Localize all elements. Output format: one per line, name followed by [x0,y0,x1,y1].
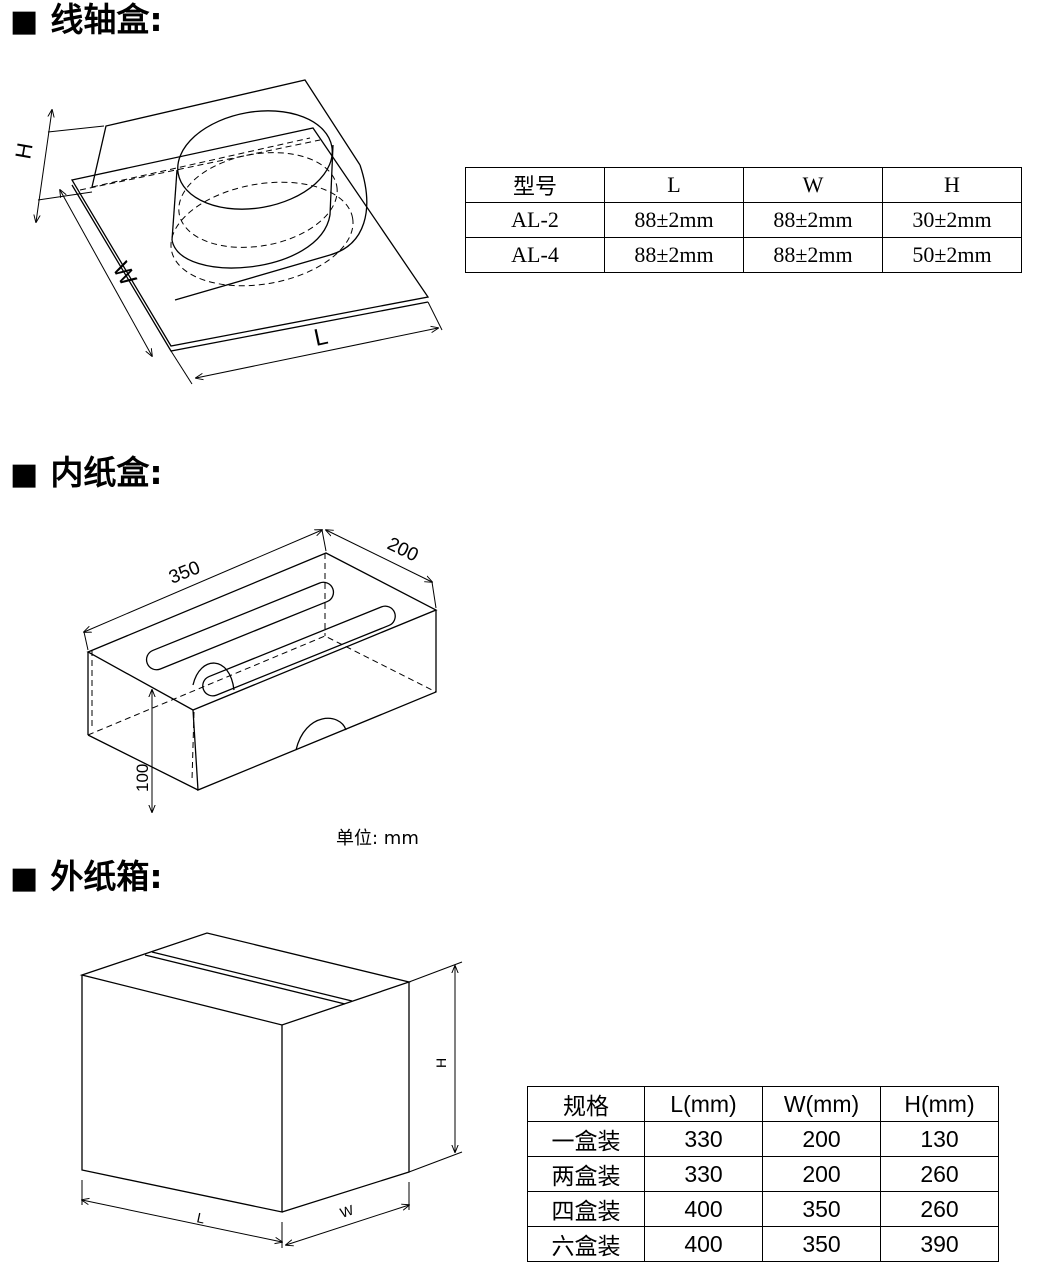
carton-l-label: L [195,1209,206,1226]
spool-ring-top [177,110,333,210]
table-row: 六盒装 400 350 390 [527,1226,999,1262]
table-cell: AL-2 [465,202,605,238]
inner-height-label: 100 [133,764,152,792]
spool-l-label: L [312,323,331,352]
section-title-outer-carton: ■ 外纸箱: [10,857,163,899]
spool-h-label: H [10,141,37,161]
table-cell: 88±2mm [604,237,744,273]
square-bullet-icon: ■ [10,861,39,896]
table-header-cell: 型号 [465,167,605,203]
table-cell: 350 [762,1191,881,1227]
square-bullet-icon: ■ [10,4,39,39]
table-header-row: 型号 L W H [465,167,1022,203]
table-cell: 200 [762,1156,881,1192]
table-header-cell: 规格 [527,1086,645,1122]
table-cell: 400 [644,1191,763,1227]
spool-spec-table: 型号 L W H AL-2 88±2mm 88±2mm 30±2mm AL-4 … [465,167,1022,273]
inner-box-slot [202,605,396,697]
square-bullet-icon: ■ [10,457,39,492]
spool-frame-outline [91,79,361,188]
outer-carton-title-text: 外纸箱: [50,857,163,896]
table-cell: 260 [880,1156,999,1192]
table-cell: 200 [762,1121,881,1157]
carton-front-face [81,975,283,1213]
table-row: 两盒装 330 200 260 [527,1156,999,1192]
table-header-cell: W [743,167,883,203]
unit-note: 单位: mm [336,828,419,849]
table-cell: 130 [880,1121,999,1157]
table-header-cell: H(mm) [880,1086,999,1122]
carton-w-label: W [338,1201,356,1221]
table-cell: 330 [644,1156,763,1192]
table-cell: 88±2mm [743,237,883,273]
carton-side-face [281,982,410,1213]
table-row: AL-4 88±2mm 88±2mm 50±2mm [465,237,1022,273]
section-title-inner-box: ■ 内纸盒: [10,453,163,495]
table-cell: 260 [880,1191,999,1227]
carton-spec-table: 规格 L(mm) W(mm) H(mm) 一盒装 330 200 130 两盒装… [527,1086,999,1262]
table-cell: 两盒装 [527,1156,645,1192]
inner-box-title-text: 内纸盒: [50,453,163,492]
table-cell: 350 [762,1226,881,1262]
table-cell: 六盒装 [527,1226,645,1262]
table-cell: AL-4 [465,237,605,273]
table-cell: 330 [644,1121,763,1157]
carton-h-label: H [433,1058,449,1068]
table-cell: 30±2mm [882,202,1022,238]
table-header-cell: H [882,167,1022,203]
table-header-row: 规格 L(mm) W(mm) H(mm) [527,1086,999,1122]
table-header-cell: W(mm) [762,1086,881,1122]
table-cell: 四盒装 [527,1191,645,1227]
table-header-cell: L(mm) [644,1086,763,1122]
table-cell: 一盒装 [527,1121,645,1157]
table-cell: 390 [880,1226,999,1262]
section-title-spool-box: ■ 线轴盒: [10,0,163,42]
spool-box-title-text: 线轴盒: [50,0,163,39]
table-row: 四盒装 400 350 260 [527,1191,999,1227]
table-cell: 400 [644,1226,763,1262]
table-row: 一盒装 330 200 130 [527,1121,999,1157]
table-header-cell: L [604,167,744,203]
carton-tape [144,954,346,1005]
table-cell: 50±2mm [882,237,1022,273]
